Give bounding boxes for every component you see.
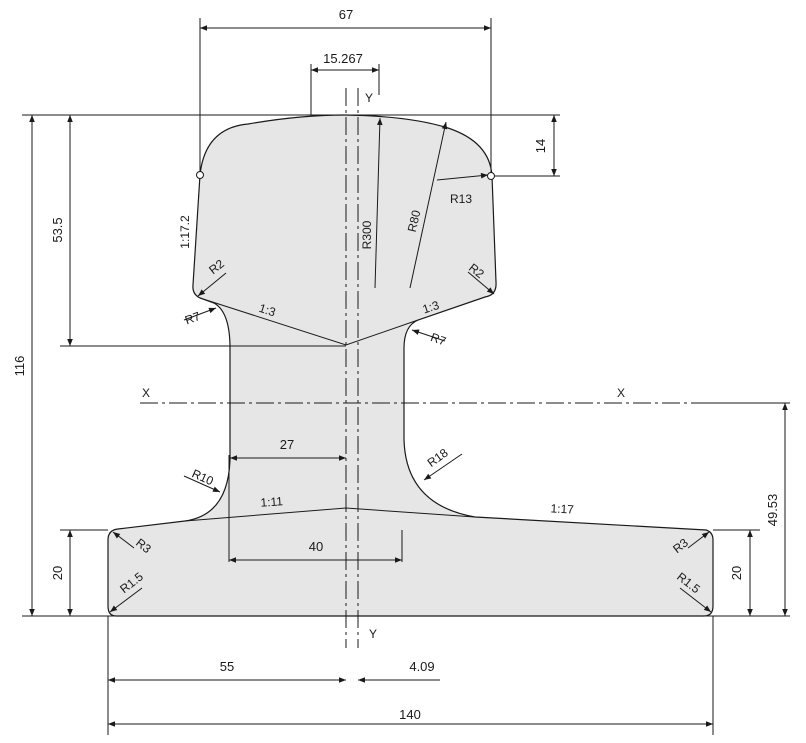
slope-foot-left: 1:11 [260,494,284,510]
dim-total-height: 116 [12,356,27,377]
dim-head-height: 14 [533,139,548,153]
leader-r3-left [112,531,135,549]
radius-leaders [109,117,712,613]
leader-r2-right [467,271,495,295]
tangent-point-left [196,171,204,179]
dim-foot-width: 140 [399,707,421,722]
leader-r7-right [411,329,446,342]
y-axis-label-top: Y [365,91,373,105]
x-axis-label-right: X [617,386,625,400]
center-lines [140,88,790,648]
slope-head-under-left: 1:3 [257,301,278,320]
dim-foot-flange-width: 40 [309,539,323,554]
leader-r2-left [197,272,227,297]
dim-neutral-axis: 49.53 [765,494,780,527]
leader-r3-right [687,531,710,549]
leader-r13 [436,172,489,181]
radius-r7-right: R7 [429,330,449,349]
dim-foot-offset: 4.09 [409,659,434,674]
dim-foot-left: 55 [220,659,234,674]
leader-r15-right [679,587,712,613]
dim-head-depth: 53.5 [50,217,65,242]
dim-head-offset: 15.267 [323,51,363,66]
leader-r18 [423,453,463,481]
y-axis-label-bottom: Y [369,627,377,641]
radius-r10: R10 [190,466,216,488]
dim-head-width: 67 [339,7,353,22]
leader-r15-left [109,587,143,613]
slope-foot-right: 1:17 [550,501,574,516]
dim-foot-height-left: 20 [50,566,65,580]
leader-r300 [374,117,383,289]
slope-head-side: 1:17.2 [178,215,192,249]
radius-r300: R300 [360,220,374,249]
leader-r7-left [183,307,217,321]
radius-r7-left: R7 [183,309,203,328]
leader-r80 [409,121,448,289]
rail-section [107,114,714,617]
dim-foot-height-right: 20 [729,566,744,580]
radius-r18: R18 [425,445,451,469]
dimension-lines [29,25,788,727]
leader-r10 [183,475,221,493]
x-axis-label-left: X [142,386,150,400]
tangent-point-right [487,172,495,180]
dim-web-width: 27 [280,437,294,452]
slope-head-under-right: 1:3 [421,298,442,317]
radius-r13: R13 [450,192,472,206]
radius-r80: R80 [405,208,424,233]
